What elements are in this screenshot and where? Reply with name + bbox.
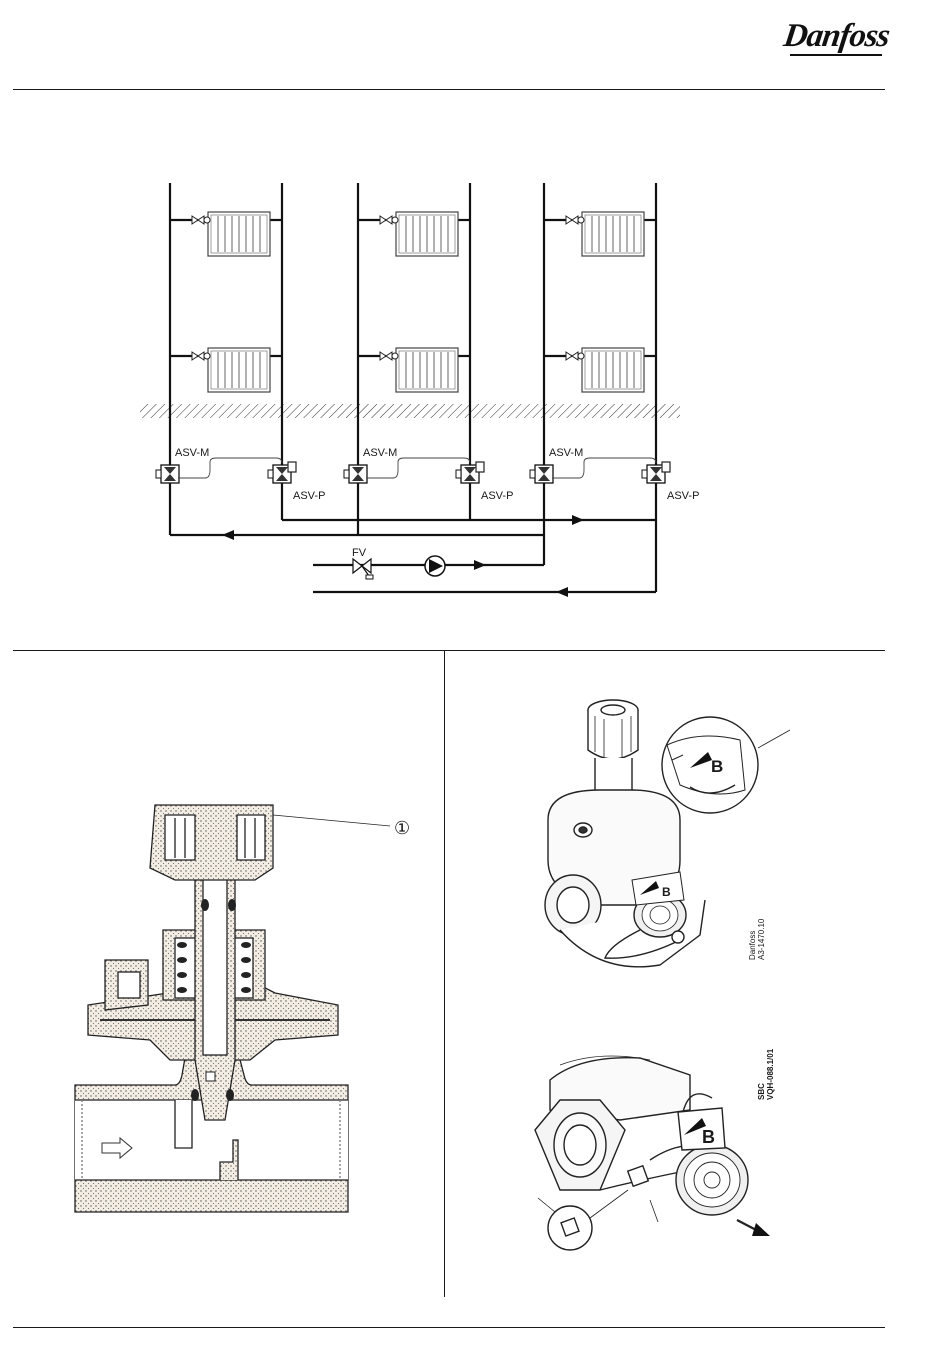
valve-cross-section [75,805,390,1212]
tag-letter-b: B [711,757,723,776]
filter-valve [353,559,373,579]
asv-m-label: ASV-M [363,447,397,459]
figure-code-line1: Danfoss [748,931,757,960]
asv-p-label: ASV-P [293,490,325,502]
radiator [208,348,270,392]
asv-p-label: ASV-P [667,490,699,502]
figure-code-line1: SBC [757,1083,766,1100]
radiator [582,348,644,392]
radiator [396,212,458,256]
radiator [208,212,270,256]
valve-illustration-top [545,700,790,967]
figure-code-line2: VQH-088.1/01 [766,1048,775,1100]
pump [425,556,445,576]
tag-letter-b-small: B [662,885,671,899]
asv-p-label: ASV-P [481,490,513,502]
asv-m-valve [156,465,179,483]
impulse-tubes [178,458,656,478]
asv-m-valve [530,465,553,483]
fv-label: FV [352,547,367,559]
asv-m-label: ASV-M [175,447,209,459]
valve-illustration-bottom [535,1056,770,1250]
asv-m-label: ASV-M [549,447,583,459]
callout-number: ① [394,818,410,838]
floor-slab [140,404,680,418]
distribution-mains [170,520,656,592]
figure-code-line2: A3-1470.10 [757,918,766,960]
tag-letter-b: B [702,1127,715,1147]
radiator [396,348,458,392]
heating-system-diagram: ASV-M ASV-P ASV-M ASV-P ASV-M ASV-P FV [140,183,699,597]
radiator [582,212,644,256]
asv-m-valve [344,465,367,483]
flow-arrows [222,515,584,597]
